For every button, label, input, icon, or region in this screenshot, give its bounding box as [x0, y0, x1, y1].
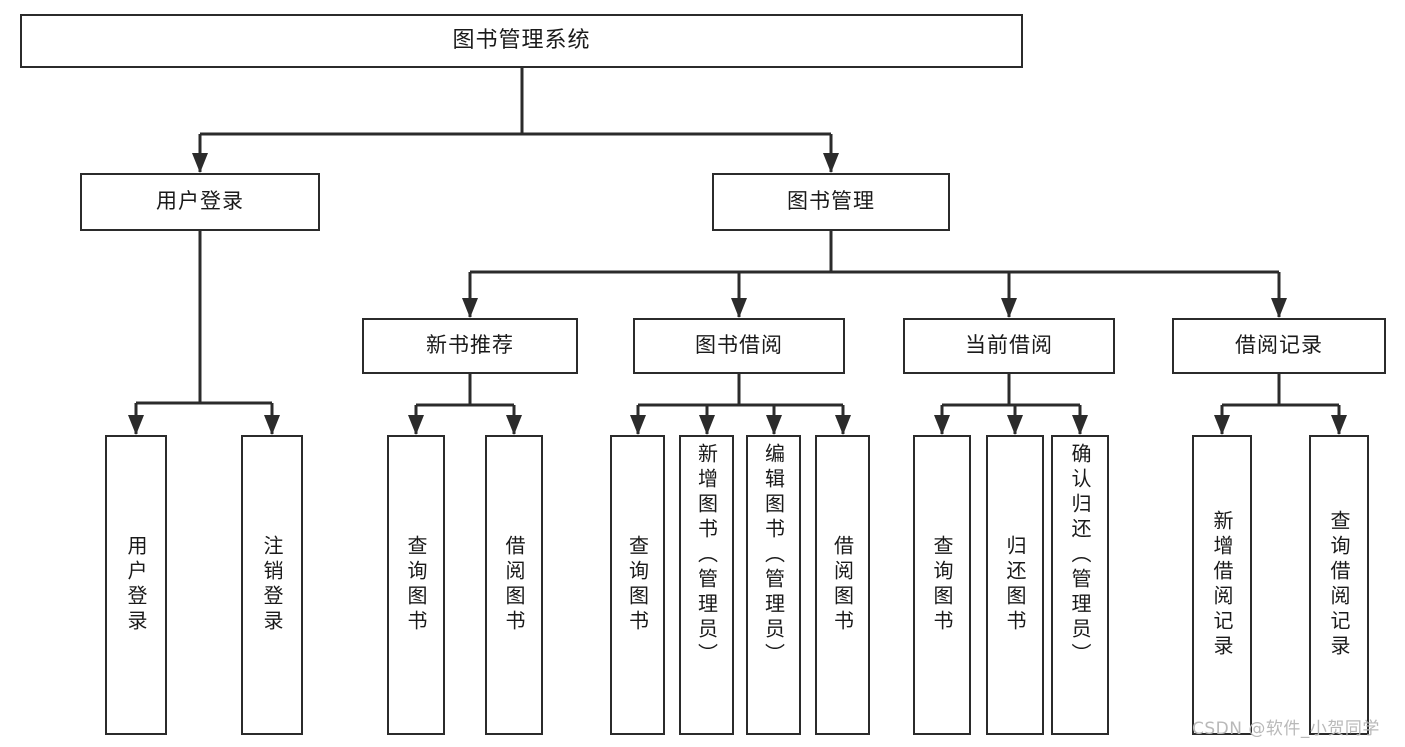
- arrow-head-4-3: [835, 415, 851, 435]
- node-label: 确认归还（管理员）: [1068, 443, 1092, 668]
- node-label: 当前借阅: [965, 333, 1053, 358]
- node-l5[interactable]: 查询图书: [610, 435, 665, 735]
- arrow-head-2-1: [264, 415, 280, 435]
- node-label: 注销登录: [260, 535, 284, 635]
- arrow-head-1-0: [462, 298, 478, 318]
- node-l11[interactable]: 确认归还（管理员）: [1051, 435, 1109, 735]
- node-l2[interactable]: 注销登录: [241, 435, 303, 735]
- node-label: 查询借阅记录: [1327, 510, 1351, 660]
- watermark-label: CSDN @软件_小贺同学: [1192, 719, 1380, 739]
- node-label: 图书管理系统: [452, 27, 591, 53]
- arrow-head-5-1: [1007, 415, 1023, 435]
- node-label: 图书管理: [787, 189, 875, 214]
- node-label: 用户登录: [156, 189, 244, 214]
- arrow-head-5-0: [934, 415, 950, 435]
- node-l7[interactable]: 编辑图书（管理员）: [746, 435, 801, 735]
- arrow-head-0-0: [192, 153, 208, 173]
- arrow-head-0-1: [823, 153, 839, 173]
- node-label: 查询图书: [625, 535, 650, 635]
- node-root[interactable]: 图书管理系统: [20, 14, 1023, 68]
- node-n_new[interactable]: 新书推荐: [362, 318, 578, 374]
- node-l12[interactable]: 新增借阅记录: [1192, 435, 1252, 735]
- arrow-head-1-3: [1271, 298, 1287, 318]
- arrow-head-1-2: [1001, 298, 1017, 318]
- node-l6[interactable]: 新增图书（管理员）: [679, 435, 734, 735]
- node-label: 借阅图书: [502, 535, 526, 635]
- arrow-head-6-0: [1214, 415, 1230, 435]
- node-l1[interactable]: 用户登录: [105, 435, 167, 735]
- arrow-head-3-1: [506, 415, 522, 435]
- arrow-head-4-0: [630, 415, 646, 435]
- node-label: 编辑图书（管理员）: [761, 443, 786, 668]
- node-label: 图书借阅: [695, 333, 783, 358]
- node-label: 新增借阅记录: [1210, 510, 1234, 660]
- node-label: 归还图书: [1003, 535, 1027, 635]
- node-n_user[interactable]: 用户登录: [80, 173, 320, 231]
- arrow-head-6-1: [1331, 415, 1347, 435]
- node-label: 新书推荐: [426, 333, 514, 358]
- node-label: 借阅图书: [830, 535, 855, 635]
- node-n_cur[interactable]: 当前借阅: [903, 318, 1115, 374]
- node-label: 查询图书: [404, 535, 428, 635]
- node-label: 新增图书（管理员）: [694, 443, 719, 668]
- node-label: 用户登录: [124, 535, 148, 635]
- node-l8[interactable]: 借阅图书: [815, 435, 870, 735]
- arrow-head-1-1: [731, 298, 747, 318]
- node-l13[interactable]: 查询借阅记录: [1309, 435, 1369, 735]
- node-n_book[interactable]: 图书管理: [712, 173, 950, 231]
- arrow-head-4-1: [699, 415, 715, 435]
- arrow-head-3-0: [408, 415, 424, 435]
- node-n_rec[interactable]: 借阅记录: [1172, 318, 1386, 374]
- arrow-head-5-2: [1072, 415, 1088, 435]
- node-label: 借阅记录: [1235, 333, 1323, 358]
- node-l3[interactable]: 查询图书: [387, 435, 445, 735]
- node-l9[interactable]: 查询图书: [913, 435, 971, 735]
- arrow-head-4-2: [766, 415, 782, 435]
- arrow-head-2-0: [128, 415, 144, 435]
- node-l4[interactable]: 借阅图书: [485, 435, 543, 735]
- node-n_lend[interactable]: 图书借阅: [633, 318, 845, 374]
- node-label: 查询图书: [930, 535, 954, 635]
- node-l10[interactable]: 归还图书: [986, 435, 1044, 735]
